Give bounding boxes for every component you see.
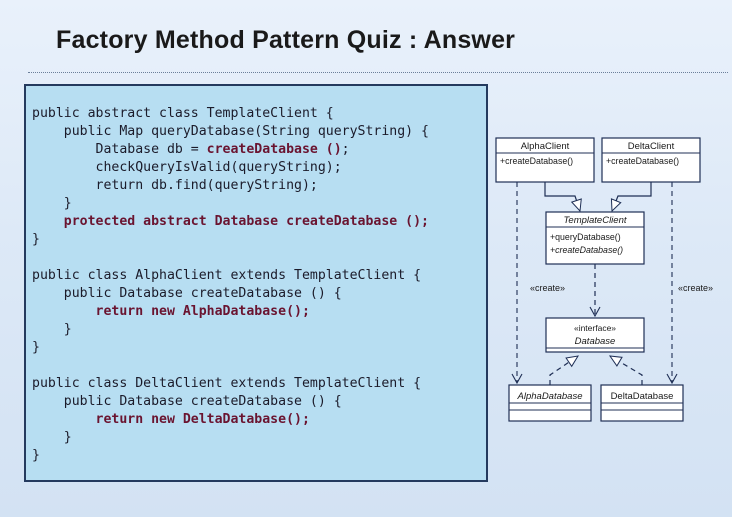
- uml-interface-database: «interface» Database: [545, 317, 645, 353]
- code-line: }: [32, 322, 72, 337]
- code-line: public Map queryDatabase(String queryStr…: [32, 124, 429, 139]
- uml-class-alphaclient: AlphaClient +createDatabase(): [495, 137, 595, 183]
- uml-create-label: «create»: [530, 283, 565, 293]
- code-line-text: Database db = createDatabase ();: [32, 142, 350, 157]
- uml-class-deltadatabase: DeltaDatabase: [600, 384, 684, 422]
- code-line-create-call: Database db = createDatabase ();: [32, 142, 350, 158]
- code-line: public class AlphaClient extends Templat…: [32, 268, 422, 283]
- uml-operation: +createDatabase(): [550, 245, 623, 255]
- uml-operation: +queryDatabase(): [550, 232, 621, 242]
- uml-class-name: TemplateClient: [563, 215, 626, 226]
- code-line: }: [32, 430, 72, 445]
- uml-generalization-edge: [544, 182, 582, 213]
- uml-class-name: DeltaDatabase: [611, 391, 674, 402]
- slide-title: Factory Method Pattern Quiz : Answer: [56, 26, 516, 54]
- code-line: public abstract class TemplateClient {: [32, 106, 334, 121]
- uml-stereotype: «interface»: [574, 323, 616, 333]
- code-line: }: [32, 448, 40, 463]
- title-divider: [28, 72, 728, 73]
- code-line-abstract-factory-method: protected abstract Database createDataba…: [32, 214, 429, 229]
- uml-realization-edge: [608, 355, 643, 385]
- code-line-return-alpha: return new AlphaDatabase();: [32, 304, 310, 319]
- code-highlight-create-call: createDatabase (): [206, 142, 342, 157]
- code-line: }: [32, 232, 40, 247]
- uml-class-templateclient: TemplateClient +queryDatabase() +createD…: [545, 211, 645, 265]
- code-panel: public abstract class TemplateClient { p…: [24, 84, 488, 482]
- uml-class-alphadatabase: AlphaDatabase: [508, 384, 592, 422]
- code-line: return db.find(queryString);: [32, 178, 318, 193]
- uml-class-name: AlphaClient: [521, 141, 570, 152]
- code-line: checkQueryIsValid(queryString);: [32, 160, 342, 175]
- uml-generalization-edge: [610, 182, 652, 213]
- code-line: public class DeltaClient extends Templat…: [32, 376, 422, 391]
- uml-class-name: DeltaClient: [628, 141, 675, 152]
- uml-realization-edge: [549, 355, 579, 385]
- uml-class-deltaclient: DeltaClient +createDatabase(): [601, 137, 701, 183]
- uml-class-name: Database: [575, 336, 616, 347]
- code-line: public Database createDatabase () {: [32, 286, 342, 301]
- uml-operation: +createDatabase(): [500, 156, 573, 166]
- uml-create-label: «create»: [678, 283, 713, 293]
- code-line: public Database createDatabase () {: [32, 394, 342, 409]
- code-line-return-delta: return new DeltaDatabase();: [32, 412, 310, 427]
- uml-class-name: AlphaDatabase: [517, 391, 583, 402]
- code-line: }: [32, 196, 72, 211]
- code-line: }: [32, 340, 40, 355]
- uml-operation: +createDatabase(): [606, 156, 679, 166]
